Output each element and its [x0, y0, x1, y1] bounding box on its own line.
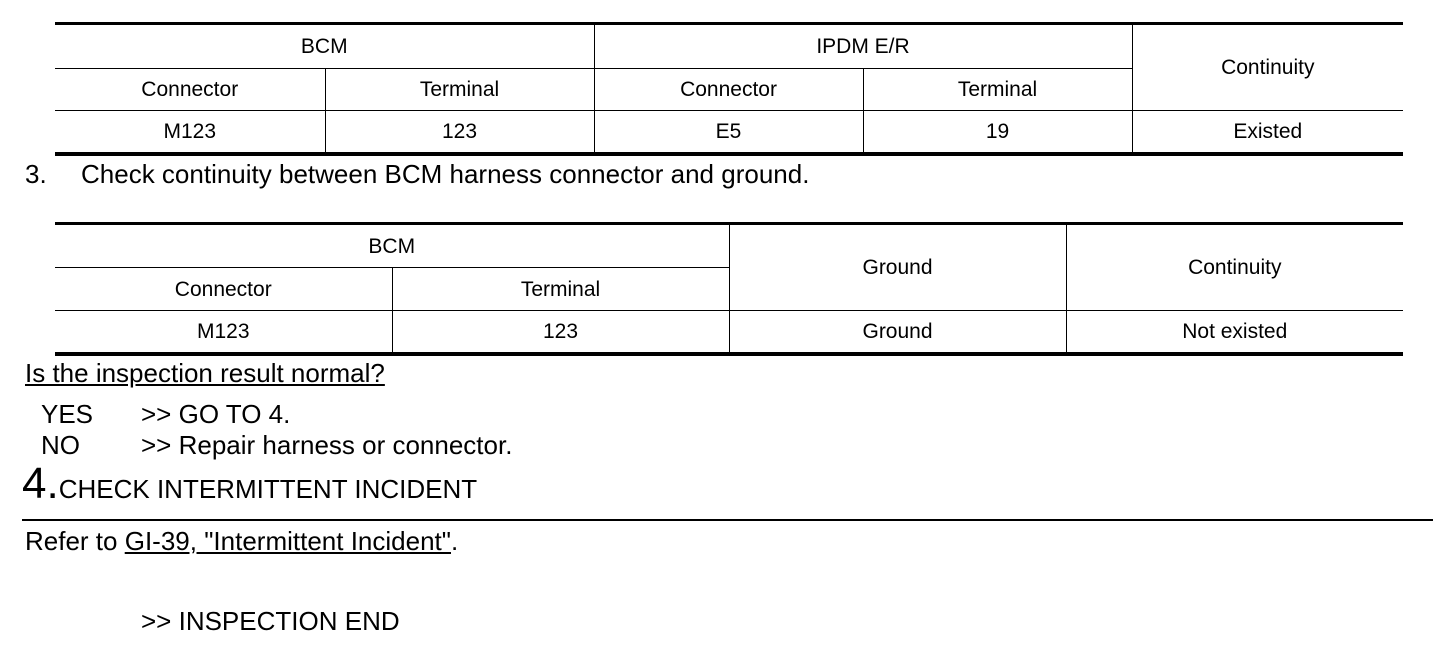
answer-yes-key: YES — [41, 399, 94, 429]
step-3-text: Check continuity between BCM harness con… — [81, 159, 810, 189]
reference-line: Refer to GI-39, "Intermittent Incident". — [25, 528, 458, 554]
answer-yes-action: >> GO TO 4. — [141, 399, 291, 429]
cell-bcm-terminal: 123 — [324, 110, 595, 156]
table-row: M123 123 Ground Not existed — [55, 310, 1404, 356]
step-3-instruction: 3. Check continuity between BCM harness c… — [25, 161, 809, 187]
answer-no-action: >> Repair harness or connector. — [141, 430, 513, 460]
answer-no: NO >> Repair harness or connector. — [41, 432, 512, 458]
section-divider — [22, 519, 1433, 521]
reference-prefix: Refer to — [25, 526, 125, 556]
answer-no-key: NO — [41, 430, 80, 460]
answer-yes: YES >> GO TO 4. — [41, 401, 290, 427]
bcm-ipdm-continuity-table: BCM IPDM E/R Continuity Connector Termin… — [55, 22, 1404, 156]
bcm-ground-continuity-table: BCM Ground Continuity Connector Terminal… — [55, 222, 1404, 356]
step-4-number: 4. — [22, 459, 59, 508]
header-ipdm-connector: Connector — [593, 68, 864, 111]
step-4-title: CHECK INTERMITTENT INCIDENT — [58, 474, 478, 504]
header-bcm-connector: Connector — [55, 68, 326, 111]
cell-continuity: Existed — [1131, 110, 1404, 156]
cell-bcm-connector: M123 — [55, 310, 393, 356]
reference-suffix: . — [451, 526, 459, 556]
header-bcm-connector: Connector — [55, 267, 393, 311]
inspection-end: >> INSPECTION END — [141, 606, 400, 636]
header-bcm: BCM — [55, 222, 730, 268]
cell-ground: Ground — [728, 310, 1067, 356]
reference-link[interactable]: GI-39, "Intermittent Incident" — [124, 526, 451, 556]
step-3-number: 3. — [25, 159, 47, 189]
cell-ipdm-connector: E5 — [593, 110, 864, 156]
inspection-question: Is the inspection result normal? — [25, 358, 385, 388]
header-ground: Ground — [728, 222, 1067, 311]
cell-ipdm-terminal: 19 — [862, 110, 1133, 156]
cell-bcm-terminal: 123 — [391, 310, 730, 356]
cell-bcm-connector: M123 — [55, 110, 326, 156]
table-row: M123 123 E5 19 Existed — [55, 110, 1404, 156]
header-continuity: Continuity — [1131, 22, 1404, 111]
header-continuity: Continuity — [1065, 222, 1404, 311]
header-ipdm-terminal: Terminal — [862, 68, 1133, 111]
header-bcm-terminal: Terminal — [391, 267, 730, 311]
cell-continuity: Not existed — [1065, 310, 1404, 356]
step-4-heading: 4.CHECK INTERMITTENT INCIDENT — [22, 462, 477, 506]
header-bcm: BCM — [55, 22, 595, 69]
header-bcm-terminal: Terminal — [324, 68, 595, 111]
header-ipdm-er: IPDM E/R — [593, 22, 1133, 69]
